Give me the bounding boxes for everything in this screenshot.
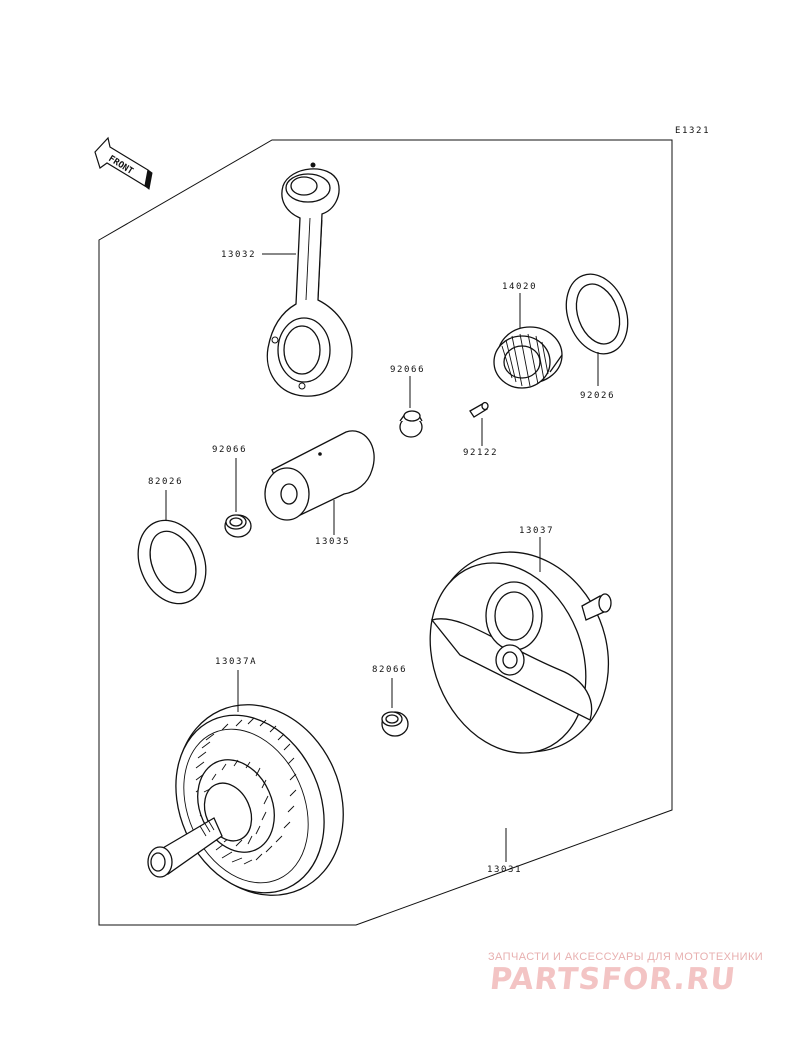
- label-92122: 92122: [463, 448, 498, 458]
- bushing-left: [224, 514, 252, 538]
- label-82026: 82026: [148, 477, 183, 487]
- connecting-rod: [266, 162, 353, 397]
- watermark-logo: PARTSFOR.RU: [488, 962, 738, 997]
- crank-half-right: [429, 551, 612, 754]
- dowel-pin: [469, 401, 489, 418]
- label-13037: 13037: [519, 526, 554, 536]
- label-82066: 82066: [372, 665, 407, 675]
- washer-left: [137, 519, 207, 605]
- bushing-lower: [381, 711, 409, 737]
- watermark-tagline: ЗАПЧАСТИ И АКСЕССУАРЫ ДЛЯ МОТОТЕХНИКИ: [488, 951, 764, 963]
- label-13037a: 13037A: [215, 657, 257, 667]
- bushing-upper: [399, 410, 423, 438]
- label-92026: 92026: [580, 391, 615, 401]
- label-92066-left: 92066: [212, 445, 247, 455]
- crank-half-left: [147, 704, 344, 896]
- washer-right: [565, 273, 629, 355]
- label-13031: 13031: [487, 865, 522, 875]
- diagram-code: E1321: [675, 126, 710, 136]
- needle-bearing: [493, 326, 563, 389]
- label-92066-upper: 92066: [390, 365, 425, 375]
- label-14020: 14020: [502, 282, 537, 292]
- label-13035: 13035: [315, 537, 350, 547]
- crank-pin: [264, 430, 375, 521]
- label-13032: 13032: [221, 250, 256, 260]
- assembly-frame: [98, 139, 673, 926]
- front-arrow-icon: FRONT: [94, 136, 153, 190]
